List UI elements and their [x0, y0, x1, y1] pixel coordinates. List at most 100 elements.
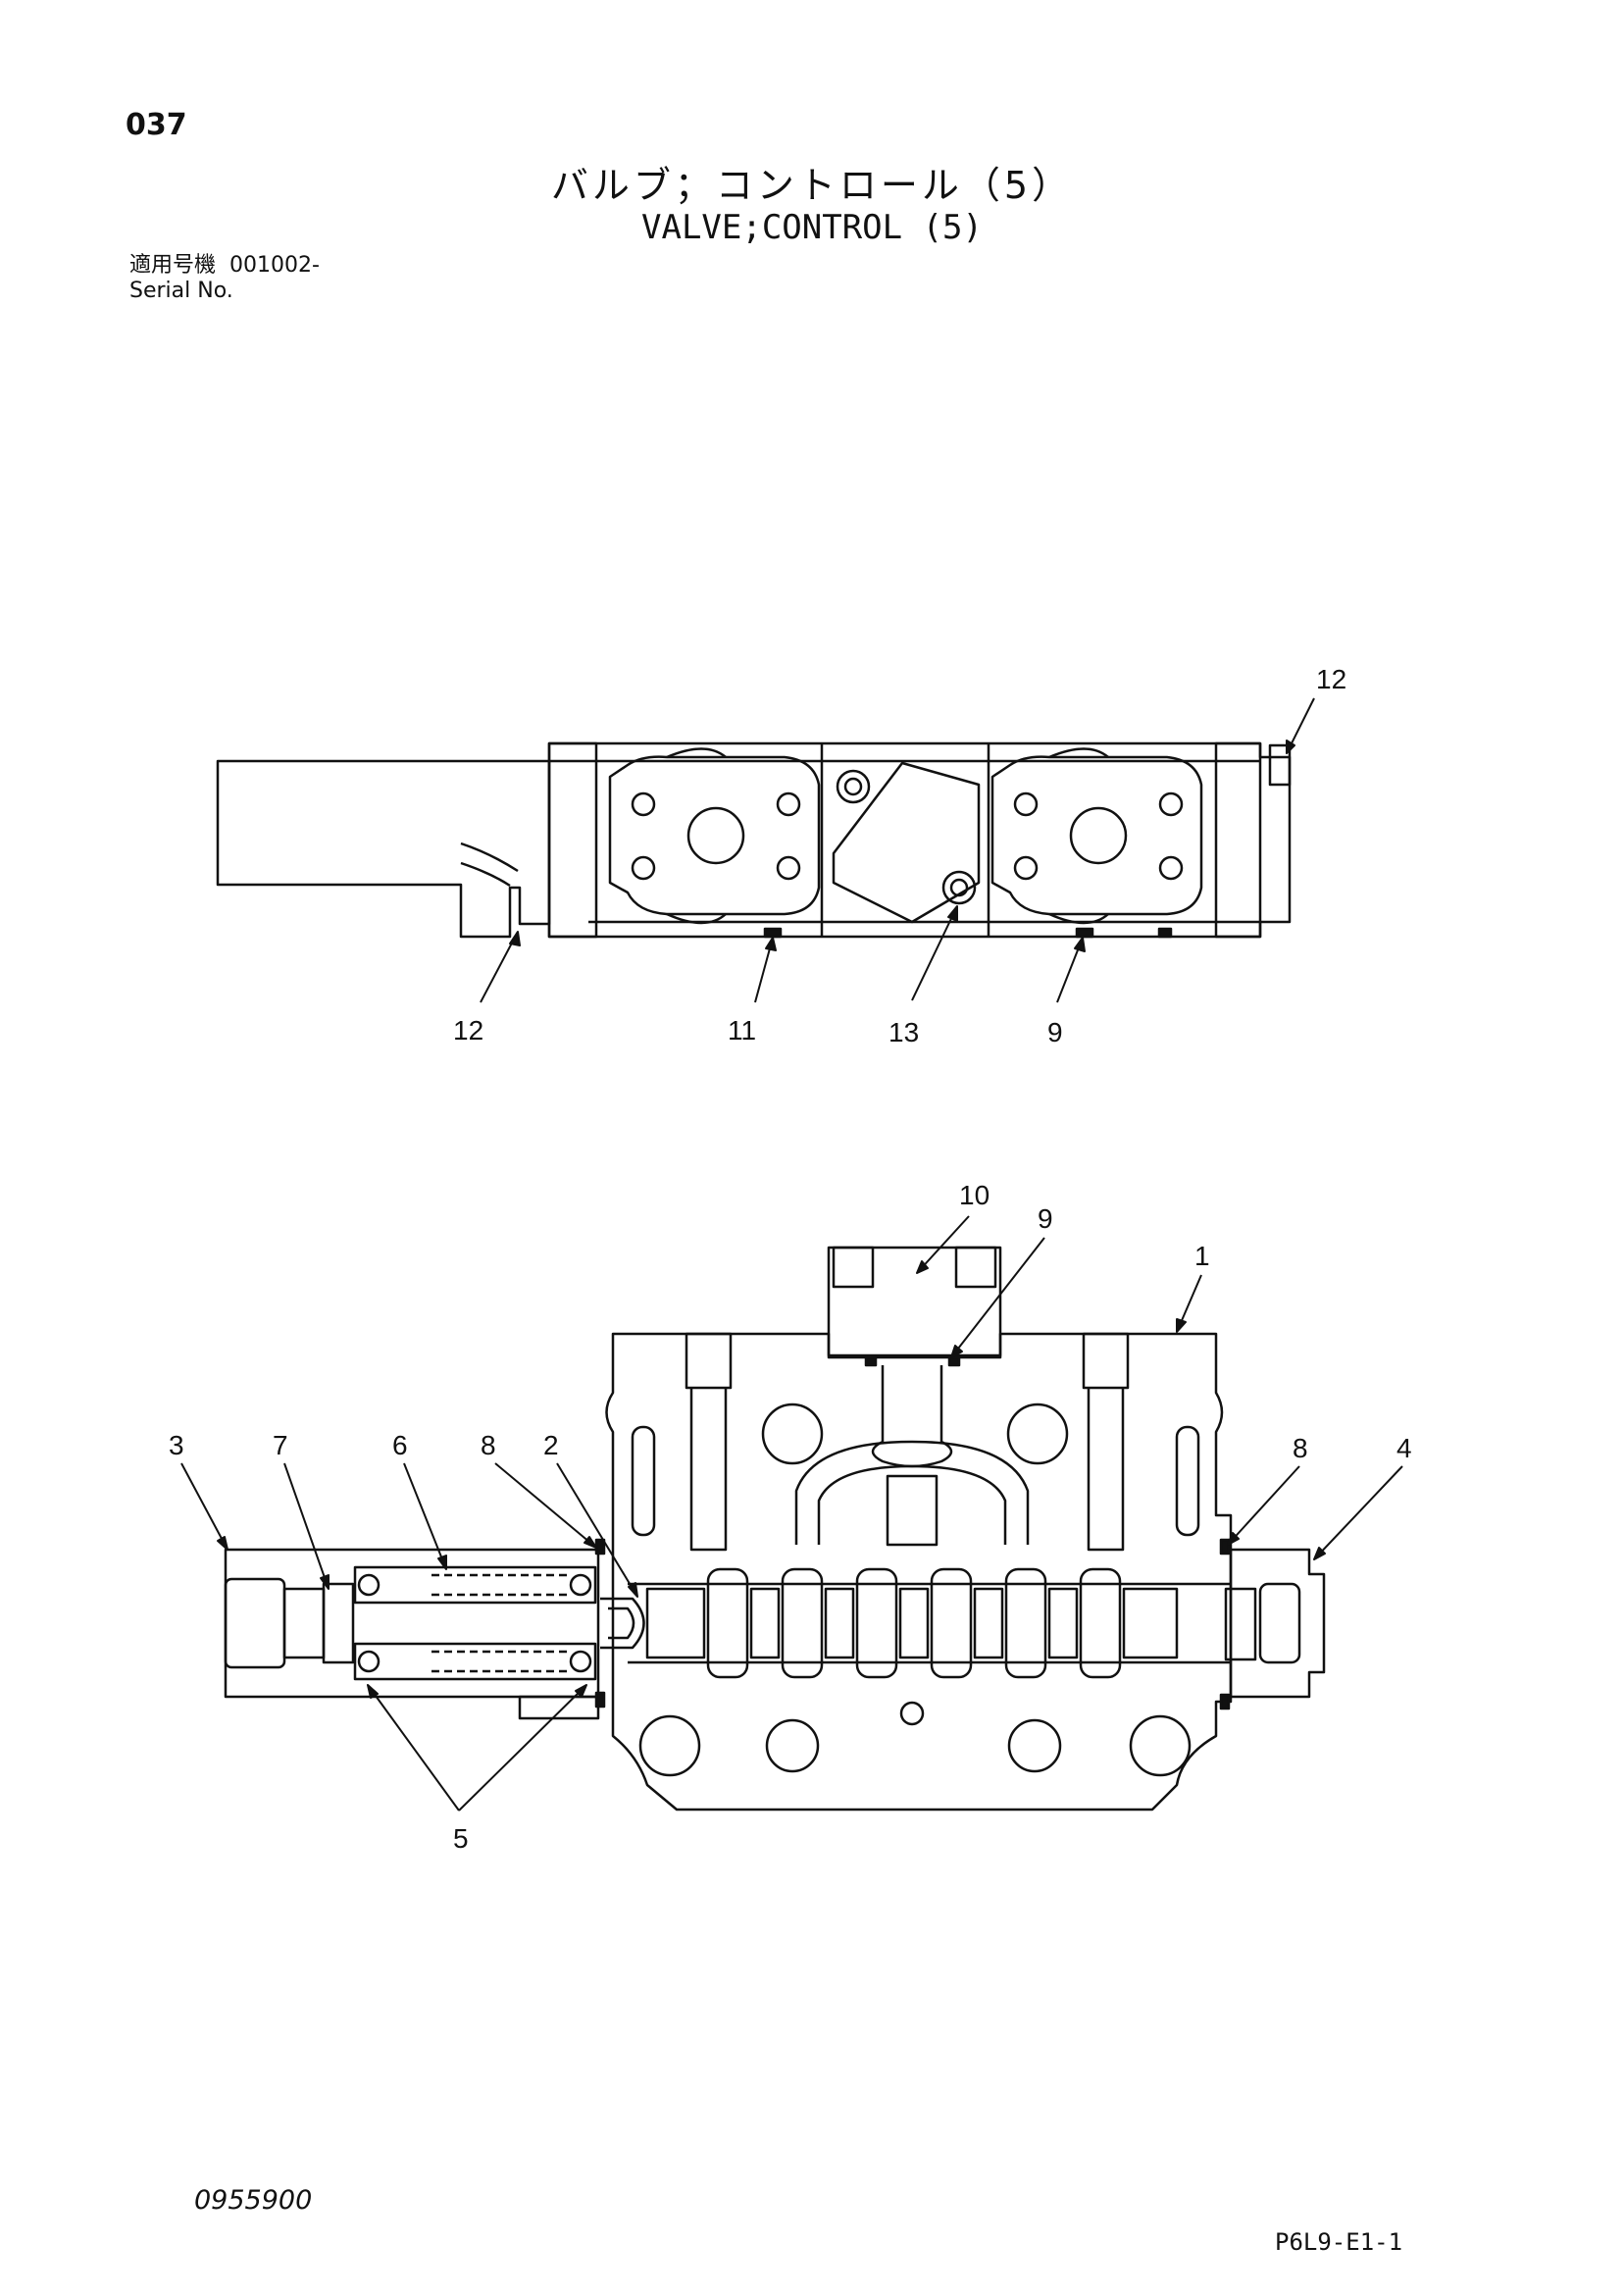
arrow-bot-3 [217, 1536, 228, 1551]
callout-labels: 12 12 11 13 9 10 9 1 3 7 6 8 2 8 4 5 [169, 664, 1412, 1854]
arrow-bot-6 [437, 1555, 447, 1570]
top-socket-bolt-upper-inner [843, 777, 863, 796]
spool-land [749, 1587, 781, 1659]
top-oring-small [1157, 927, 1173, 939]
top-left-bolt-hole [776, 855, 801, 881]
spool-land [645, 1587, 706, 1659]
section-pilot-block-tab-right [954, 1246, 997, 1289]
section-bridge-inner [817, 1464, 1007, 1545]
top-socket-bolt-lower [941, 870, 977, 905]
top-socket-bolt-lower-inner [949, 878, 969, 897]
section-end-cap-right-boss [1258, 1582, 1301, 1664]
arrow-top-9 [1074, 937, 1086, 952]
leader-bot-7 [283, 1462, 330, 1590]
callout-bot-8-right: 8 [1293, 1433, 1308, 1463]
callout-bot-9: 9 [1038, 1203, 1053, 1234]
top-left-extension-curve [460, 842, 519, 873]
top-right-port [1069, 806, 1128, 865]
section-passage-top-left [685, 1332, 733, 1390]
callout-top-11: 11 [728, 1015, 756, 1046]
callout-top-12-left: 12 [453, 1015, 483, 1046]
leader-bot-9 [950, 1237, 1045, 1358]
section-spring-upper [353, 1565, 597, 1605]
serial-label-jp: 適用号機 [129, 253, 217, 278]
section-port-upper-right [1006, 1403, 1069, 1465]
section-slot-left [631, 1425, 656, 1537]
top-right-bolt-hole [1013, 855, 1039, 881]
section-passage-top-right [1082, 1332, 1130, 1390]
section-view-assembly [224, 1246, 1326, 1811]
spool-land [1122, 1587, 1179, 1659]
top-right-flange-bump [1048, 747, 1109, 759]
top-middle-plate [832, 761, 981, 924]
section-slot-right [1175, 1425, 1200, 1537]
spool-land [855, 1567, 898, 1679]
section-central-passage [871, 1365, 953, 1468]
section-port-lower-4 [1129, 1714, 1192, 1777]
arrow-bot-8-right [1227, 1532, 1240, 1546]
section-spring-seat [357, 1650, 381, 1673]
arrow-bot-5-left [367, 1684, 379, 1699]
section-spring-seat [569, 1573, 592, 1597]
page-number: 037 [126, 108, 187, 142]
section-passage-left [689, 1388, 728, 1552]
section-end-cap-right [1229, 1548, 1326, 1699]
section-oring-left-8b [594, 1691, 606, 1709]
section-port-upper-left [761, 1403, 824, 1465]
spool-land [1079, 1567, 1122, 1679]
section-spring-cap-left [224, 1548, 600, 1699]
top-right-flange-bump-2 [1048, 912, 1109, 925]
section-leaders [180, 1215, 1403, 1811]
top-view-assembly [216, 741, 1292, 939]
callout-top-12-right: 12 [1316, 664, 1346, 694]
leader-top-13 [911, 905, 958, 1001]
section-oring-top-left [864, 1355, 878, 1367]
top-body-left-cap [547, 741, 598, 939]
spool-lands [645, 1567, 1179, 1679]
serial-label-en: Serial No. [129, 279, 233, 303]
top-left-flange [608, 755, 821, 916]
callout-bot-10: 10 [959, 1180, 990, 1210]
section-oring-left-8 [594, 1538, 606, 1556]
section-oring-right-8 [1219, 1538, 1231, 1556]
callout-bot-4: 4 [1396, 1433, 1412, 1463]
arrow-bot-7 [320, 1574, 330, 1590]
callout-bot-6: 6 [392, 1430, 408, 1460]
top-left-extension-curve-2 [460, 861, 511, 888]
spool-land [930, 1567, 973, 1679]
leader-bot-8-right [1227, 1465, 1300, 1546]
leader-bot-2 [556, 1462, 638, 1598]
leader-bot-5-right [458, 1684, 587, 1811]
section-check-valve [886, 1474, 939, 1547]
callout-bot-2: 2 [543, 1430, 559, 1460]
leader-bot-3 [180, 1462, 228, 1551]
serial-block: 適用号機 001002- Serial No. [129, 253, 320, 304]
callout-bot-1: 1 [1194, 1241, 1210, 1271]
leader-bot-4 [1313, 1465, 1403, 1560]
section-pilot-block [827, 1246, 1002, 1359]
leader-bot-6 [403, 1462, 447, 1570]
section-port-small [899, 1701, 925, 1726]
top-left-bolt-hole [631, 791, 656, 817]
top-right-bolt-hole [1158, 855, 1184, 881]
section-spring-seat [357, 1573, 381, 1597]
top-right-flange [990, 755, 1203, 916]
section-oring-top-right [947, 1355, 961, 1367]
callout-bot-3: 3 [169, 1430, 184, 1460]
arrow-bot-4 [1313, 1547, 1326, 1560]
leader-bot-8-left [494, 1462, 597, 1549]
section-pilot-block-tab-left [832, 1246, 875, 1289]
top-left-flange-bump-2 [666, 912, 727, 925]
leader-bot-10 [916, 1215, 970, 1274]
top-left-bolt-hole [631, 855, 656, 881]
serial-row-jp: 適用号機 001002- [129, 253, 320, 279]
spool-land [1004, 1567, 1047, 1679]
spool-land [824, 1587, 855, 1659]
top-main-body [547, 741, 1292, 939]
arrow-top-13 [947, 905, 958, 922]
reference-code: P6L9-E1-1 [1275, 2228, 1403, 2256]
section-spool-end [600, 1597, 645, 1650]
callout-top-9: 9 [1047, 1017, 1063, 1047]
arrow-top-11 [765, 937, 777, 951]
